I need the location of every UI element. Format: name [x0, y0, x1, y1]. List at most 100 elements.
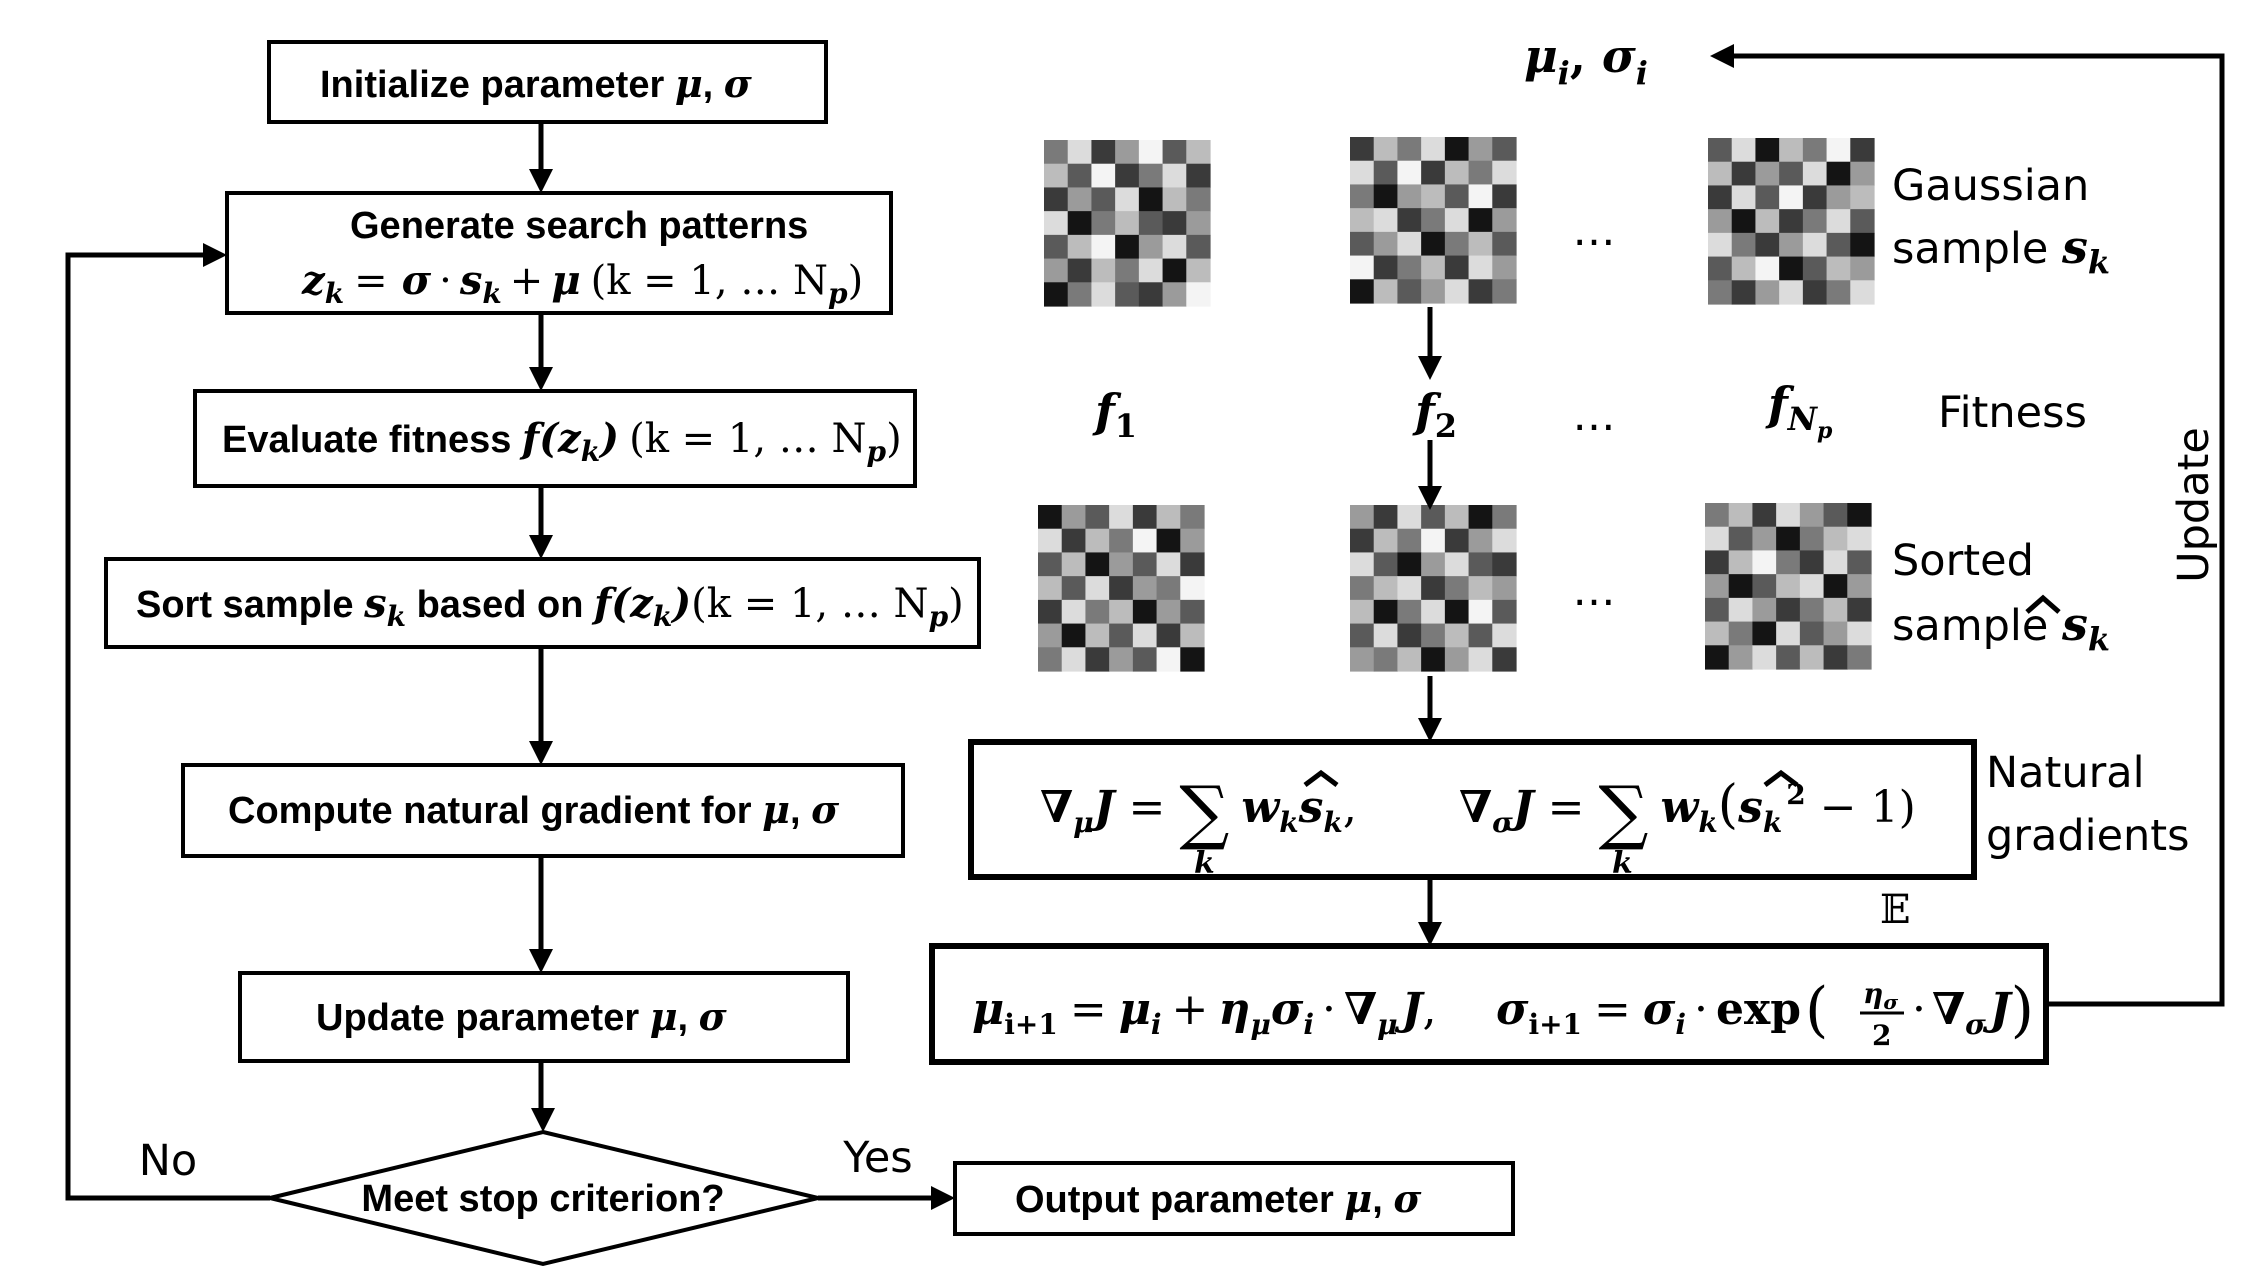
pattern-cell — [1044, 163, 1069, 189]
pattern-cell — [1779, 232, 1804, 258]
pattern-cell — [1468, 599, 1493, 625]
pattern-cell — [1731, 138, 1757, 163]
pattern-cell — [1799, 503, 1825, 528]
update-sigma-formula: σi+1=σi·exp( — [1496, 975, 1828, 1045]
grad-mu-sum-index: k — [1194, 846, 1215, 881]
pattern-cell — [1492, 505, 1517, 530]
output-box — [953, 1161, 1515, 1236]
pattern-cell — [1799, 597, 1825, 623]
pattern-cell — [1397, 255, 1422, 280]
pattern-cell — [1799, 645, 1825, 670]
pattern-cell — [1779, 185, 1804, 210]
pattern-cell — [1847, 550, 1872, 575]
pattern-cell — [1728, 621, 1754, 646]
pattern-cell — [1350, 184, 1375, 209]
pattern-cell — [1067, 140, 1093, 165]
pattern-cell — [1044, 211, 1069, 236]
pattern-cell — [1038, 528, 1063, 554]
pattern-cell — [1705, 597, 1730, 623]
pattern-cell — [1444, 599, 1470, 625]
pattern-cell — [1705, 526, 1730, 552]
pattern-cell — [1755, 232, 1780, 258]
pattern-cell — [1044, 282, 1069, 307]
pattern-cell — [1115, 282, 1140, 307]
pattern-cell — [1444, 137, 1470, 162]
pattern-cell — [1397, 231, 1422, 257]
pattern-cell — [1755, 280, 1780, 305]
pattern-cell — [1755, 138, 1780, 163]
pattern-cell — [1421, 184, 1446, 209]
pattern-cell — [1132, 623, 1158, 648]
pattern-cell — [1826, 209, 1851, 234]
pattern-cell — [1826, 161, 1851, 187]
pattern-cell — [1492, 528, 1517, 554]
pattern-cell — [1350, 208, 1375, 233]
natural-label-1: Natural — [1986, 748, 2145, 798]
pattern-cell — [1468, 184, 1493, 209]
pattern-cell — [1067, 187, 1093, 212]
pattern-cell — [1162, 211, 1187, 236]
pattern-cell — [1728, 503, 1754, 528]
update-formula-box — [929, 943, 2049, 1065]
pattern-cell — [1038, 552, 1063, 577]
pattern-cell — [1823, 621, 1848, 646]
pattern-cell — [1444, 576, 1470, 601]
pattern-cell — [1109, 576, 1134, 601]
pattern-cell — [1373, 647, 1399, 672]
pattern-cell — [1752, 574, 1777, 599]
pattern-cell — [1708, 185, 1733, 210]
pattern-cell — [1802, 161, 1828, 187]
pattern-cell — [1373, 528, 1399, 554]
pattern-cell — [1186, 140, 1211, 165]
pattern-cell — [1085, 576, 1110, 601]
pattern-cell — [1350, 576, 1375, 601]
pattern-cell — [1468, 623, 1493, 648]
pattern-cell — [1397, 137, 1422, 162]
pattern-cell — [1180, 647, 1205, 672]
pattern-sorted-2 — [1350, 505, 1517, 672]
pattern-cell — [1705, 621, 1730, 646]
pattern-cell — [1061, 528, 1087, 554]
pattern-cell — [1061, 623, 1087, 648]
pattern-cell — [1061, 552, 1087, 577]
pattern-sorted-n — [1705, 503, 1872, 670]
pattern-cell — [1397, 623, 1422, 648]
pattern-gaussian-2 — [1350, 137, 1517, 304]
pattern-cell — [1162, 234, 1187, 260]
pattern-cell — [1752, 645, 1777, 670]
pattern-sorted-1 — [1038, 505, 1205, 672]
pattern-cell — [1186, 282, 1211, 307]
init-text: Initialize parameter μ, σ — [320, 61, 753, 106]
pattern-cell — [1091, 187, 1116, 212]
ellipsis-gaussian: … — [1573, 206, 1616, 256]
stop-text: Meet stop criterion? — [361, 1178, 724, 1220]
pattern-cell — [1779, 209, 1804, 234]
pattern-cell — [1109, 647, 1134, 672]
pattern-cell — [1468, 231, 1493, 257]
pattern-cell — [1779, 138, 1804, 163]
pattern-cell — [1061, 647, 1087, 672]
grad-mu-formula: ∇μJ=∑wksk, — [1040, 771, 1357, 853]
pattern-cell — [1350, 599, 1375, 625]
fitness-f1: f1 — [1092, 384, 1137, 445]
pattern-cell — [1492, 184, 1517, 209]
generate-box — [225, 191, 893, 315]
ellipsis-fitness: … — [1573, 391, 1616, 441]
pattern-cell — [1156, 599, 1181, 625]
expectation-symbol: 𝔼 — [1880, 887, 1911, 933]
pattern-cell — [1091, 282, 1116, 307]
pattern-cell — [1350, 279, 1375, 304]
pattern-cell — [1850, 280, 1875, 305]
pattern-cell — [1156, 528, 1181, 554]
pattern-cell — [1421, 576, 1446, 601]
pattern-cell — [1421, 137, 1446, 162]
pattern-cell — [1850, 256, 1875, 281]
pattern-cell — [1779, 280, 1804, 305]
yes-label: Yes — [842, 1133, 912, 1183]
pattern-cell — [1850, 185, 1875, 210]
pattern-cell — [1138, 211, 1164, 236]
pattern-cell — [1492, 160, 1517, 186]
pattern-cell — [1180, 505, 1205, 530]
pattern-cell — [1138, 187, 1164, 212]
